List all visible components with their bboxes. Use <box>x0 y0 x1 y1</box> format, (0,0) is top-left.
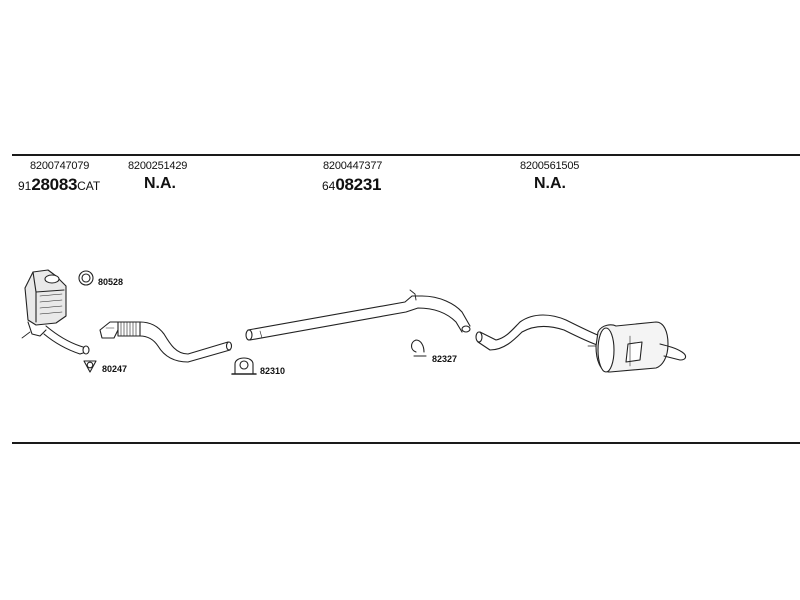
part-label-gasket-1: 80528 <box>98 277 124 287</box>
reference-code-3: 6408231 <box>322 175 381 195</box>
top-divider <box>12 154 800 156</box>
triangle-gasket-icon <box>83 360 97 373</box>
part-number-2: 8200251429 <box>128 160 188 172</box>
code-main-1: 28083 <box>31 175 78 194</box>
intermediate-pipe-illustration <box>245 289 471 341</box>
catalytic-converter-illustration <box>21 269 90 355</box>
reference-code-1: 9128083CAT <box>18 175 100 195</box>
gasket-ring-icon <box>78 270 94 286</box>
part-label-gasket-2: 80247 <box>102 364 128 374</box>
rear-pipe-illustration <box>475 314 601 351</box>
u-clamp-icon <box>231 357 257 375</box>
rear-muffler-illustration <box>587 321 687 373</box>
part-number-4: 8200561505 <box>520 160 580 172</box>
part-label-clamp-1: 82310 <box>260 366 286 376</box>
clamp-ring-icon <box>410 339 427 357</box>
part-number-1: 8200747079 <box>30 160 90 172</box>
not-available-4: N.A. <box>534 175 566 192</box>
front-pipe-illustration <box>99 321 233 363</box>
code-prefix-1: 91 <box>18 179 32 193</box>
code-suffix-1: CAT <box>77 179 101 193</box>
part-label-clamp-2: 82327 <box>432 354 458 364</box>
code-prefix-3: 64 <box>322 179 336 193</box>
code-main-3: 08231 <box>335 175 382 194</box>
part-number-3: 8200447377 <box>323 160 383 172</box>
not-available-2: N.A. <box>144 175 176 192</box>
bottom-divider <box>12 442 800 444</box>
